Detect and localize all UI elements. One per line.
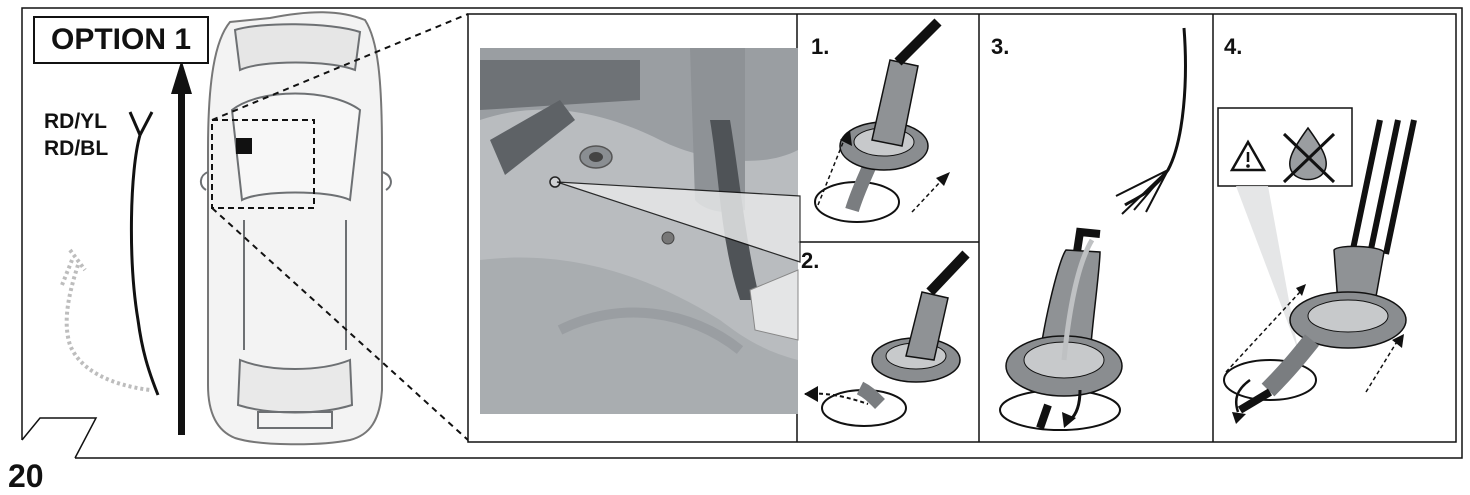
step-4-number: 4. [1224, 34, 1243, 59]
coiled-cable [60, 248, 151, 392]
step3-illustration [999, 27, 1187, 431]
step-2-number: 2. [801, 248, 820, 273]
callout-lines [211, 13, 469, 441]
direction-arrow [171, 60, 192, 435]
step4-illustration [1217, 107, 1417, 424]
step-3-number: 3. [991, 34, 1010, 59]
interior-photo [480, 48, 801, 414]
step1-illustration [814, 18, 950, 223]
wire-label-rd-bl: RD/BL [44, 137, 109, 160]
wire-label-rd-yl: RD/YL [44, 110, 107, 133]
page-frame [21, 7, 1463, 459]
page-number: 20 [8, 458, 44, 494]
step-1-number: 1. [811, 34, 830, 59]
step2-illustration [804, 250, 970, 427]
wire-bundle [128, 111, 160, 396]
detail-marker [211, 119, 315, 209]
car-top-view [200, 11, 392, 446]
no-liquid-icon [1282, 126, 1336, 184]
option-label: OPTION 1 [33, 16, 209, 64]
warning-triangle-icon [1229, 139, 1267, 172]
